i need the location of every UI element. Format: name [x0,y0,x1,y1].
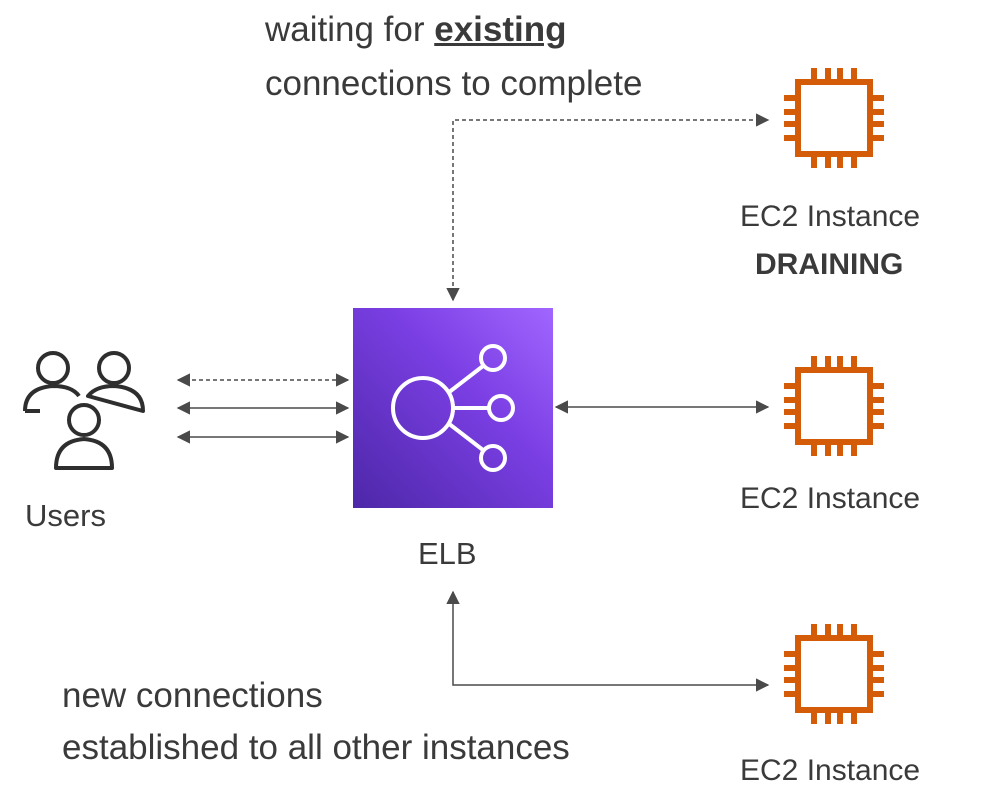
ec2-chip-icon [784,356,884,456]
draining-annotation-prefix: waiting for [265,10,435,49]
instance-status-badge: DRAINING [755,248,904,281]
elb-label: ELB [418,536,477,571]
draining-connection-arrow [446,113,770,302]
instance-label: EC2 Instance [740,200,921,233]
users-label: Users [25,498,106,533]
ec2-chip-icon [784,624,884,724]
new-connections-annotation-line2: established to all other instances [62,728,570,767]
draining-annotation-line2: connections to complete [265,64,643,103]
elb-to-bottom-instance-arrow [446,590,770,692]
draining-annotation-emphasis: existing [434,10,567,49]
instance-label: EC2 Instance [740,482,921,515]
new-connections-annotation-line1: new connections [62,676,323,715]
elb-node [353,308,553,508]
instance-label: EC2 Instance [740,754,921,787]
draining-annotation: waiting for existing [265,12,567,47]
users-icon [23,351,145,470]
ec2-chip-icon [784,68,884,168]
load-balancer-icon [391,344,515,472]
